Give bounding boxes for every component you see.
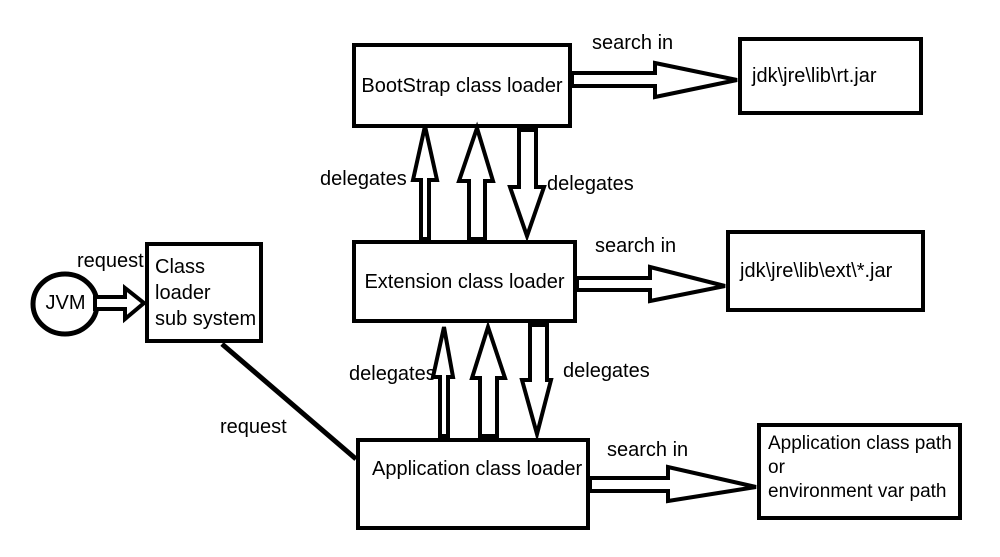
class-loader-subsystem-line2: sub system (155, 307, 257, 330)
jvm-request-arrow-icon (93, 283, 148, 324)
class-loader-subsystem-line1: Class loader (155, 255, 211, 304)
delegates-label-top-left: delegates (320, 168, 407, 190)
application-class-path-line3: environment var path (768, 481, 947, 502)
search-arrow-extension-icon (575, 264, 726, 304)
extension-class-loader-box: Extension class loader (352, 240, 577, 323)
search-arrow-bootstrap-icon (570, 60, 738, 100)
class-loader-subsystem-box: Class loader sub system (145, 242, 263, 343)
request-label-jvm: request (77, 250, 144, 272)
bootstrap-class-loader-box: BootStrap class loader (352, 43, 572, 128)
delegates-label-top-right: delegates (547, 173, 634, 195)
search-arrow-application-icon (588, 464, 757, 504)
application-class-path-box: Application class path or environment va… (757, 423, 962, 520)
ext-jar-label: jdk\jre\lib\ext\*.jar (740, 260, 893, 282)
search-in-label-application: search in (607, 439, 689, 461)
delegates-up-arrow-wide-bottom-icon (469, 320, 508, 438)
delegates-label-bottom-right: delegates (563, 360, 650, 382)
rt-jar-label: jdk\jre\lib\rt.jar (752, 65, 877, 87)
delegates-label-bottom-left: delegates (349, 363, 436, 385)
search-in-label-bootstrap: search in (592, 32, 674, 54)
delegates-up-arrow-wide-top-icon (456, 121, 496, 241)
search-in-label-extension: search in (595, 235, 677, 257)
extension-class-loader-label: Extension class loader (364, 270, 565, 293)
request-label-application: request (220, 416, 287, 438)
jvm-label: JVM (45, 292, 86, 314)
application-class-loader-box: Application class loader (356, 438, 590, 530)
delegates-down-arrow-top-icon (507, 128, 547, 243)
application-class-loader-label: Application class loader (372, 458, 583, 480)
bootstrap-class-loader-label: BootStrap class loader (361, 74, 563, 97)
request-line (220, 342, 358, 461)
application-class-path-line2: or (768, 457, 785, 478)
application-class-path-line1: Application class path (768, 433, 952, 454)
delegates-up-arrow-narrow-top-icon (410, 125, 440, 241)
delegates-up-arrow-narrow-bottom-icon (430, 326, 456, 438)
rt-jar-box: jdk\jre\lib\rt.jar (738, 37, 923, 115)
delegates-down-arrow-bottom-icon (519, 323, 554, 442)
ext-jar-box: jdk\jre\lib\ext\*.jar (726, 230, 925, 312)
